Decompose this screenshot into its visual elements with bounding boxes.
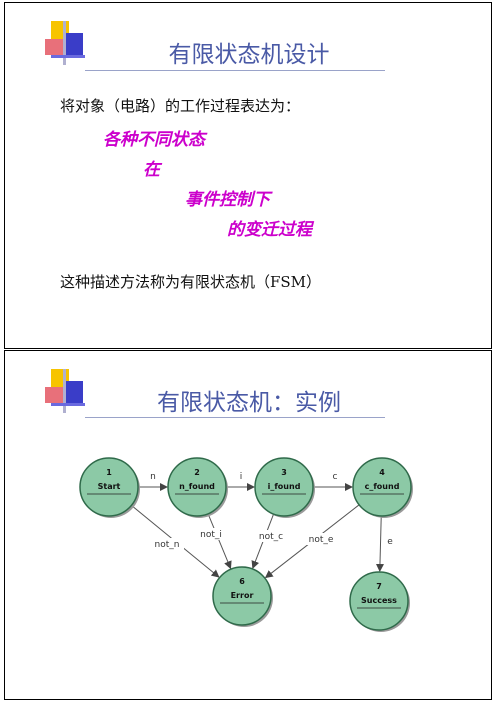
emphasis-line-2: 在 — [143, 160, 160, 180]
state-number: 3 — [281, 468, 287, 477]
state-circle — [212, 566, 272, 626]
state-circle — [352, 457, 412, 517]
edge-label-4-7: e — [387, 537, 393, 547]
state-number: 2 — [194, 468, 200, 477]
state-label: Success — [361, 596, 397, 605]
state-number: 6 — [239, 577, 245, 586]
title-underline — [85, 70, 385, 71]
state-label: Error — [231, 591, 254, 600]
edge-label-4-6: not_e — [309, 535, 334, 545]
state-circle — [167, 457, 227, 517]
intro-text: 将对象（电路）的工作过程表达为： — [60, 97, 301, 115]
state-circle — [349, 571, 409, 631]
edge-4-7 — [375, 515, 384, 573]
state-number: 1 — [106, 468, 112, 477]
state-node-2: 2 n_found — [167, 457, 228, 518]
conclusion-text: 这种描述方法称为有限状态机（FSM） — [60, 273, 322, 291]
edge-label-2-3: i — [240, 472, 243, 482]
slide-logo-icon — [45, 369, 85, 413]
state-label: n_found — [179, 482, 215, 491]
edge-label-3-6: not_c — [259, 532, 283, 542]
edge-label-2-6: not_i — [200, 530, 222, 540]
state-node-4: 4 c_found — [352, 457, 413, 518]
state-label: Start — [98, 482, 121, 491]
emphasis-line-3: 事件控制下 — [185, 190, 270, 210]
state-number: 4 — [379, 468, 385, 477]
slide-title: 有限状态机设计 — [168, 42, 330, 68]
state-node-3: 3 i_found — [254, 457, 315, 518]
title-underline — [85, 417, 385, 418]
slide-title: 有限状态机：实例 — [157, 390, 341, 416]
state-circle — [254, 457, 314, 517]
state-number: 7 — [376, 582, 382, 591]
slide-1: 有限状态机设计 将对象（电路）的工作过程表达为： 各种不同状态 在 事件控制下 … — [4, 2, 492, 349]
state-label: c_found — [365, 482, 400, 491]
state-circle — [79, 457, 139, 517]
emphasis-line-4: 的变迁过程 — [227, 220, 312, 240]
edge-label-1-6: not_n — [155, 540, 180, 550]
edge-2-6 — [207, 513, 232, 570]
state-label: i_found — [268, 482, 301, 491]
emphasis-line-1: 各种不同状态 — [103, 130, 205, 150]
edge-label-1-2: n — [150, 472, 156, 482]
edge-label-3-4: c — [333, 472, 338, 482]
slide-logo-icon — [45, 21, 85, 65]
